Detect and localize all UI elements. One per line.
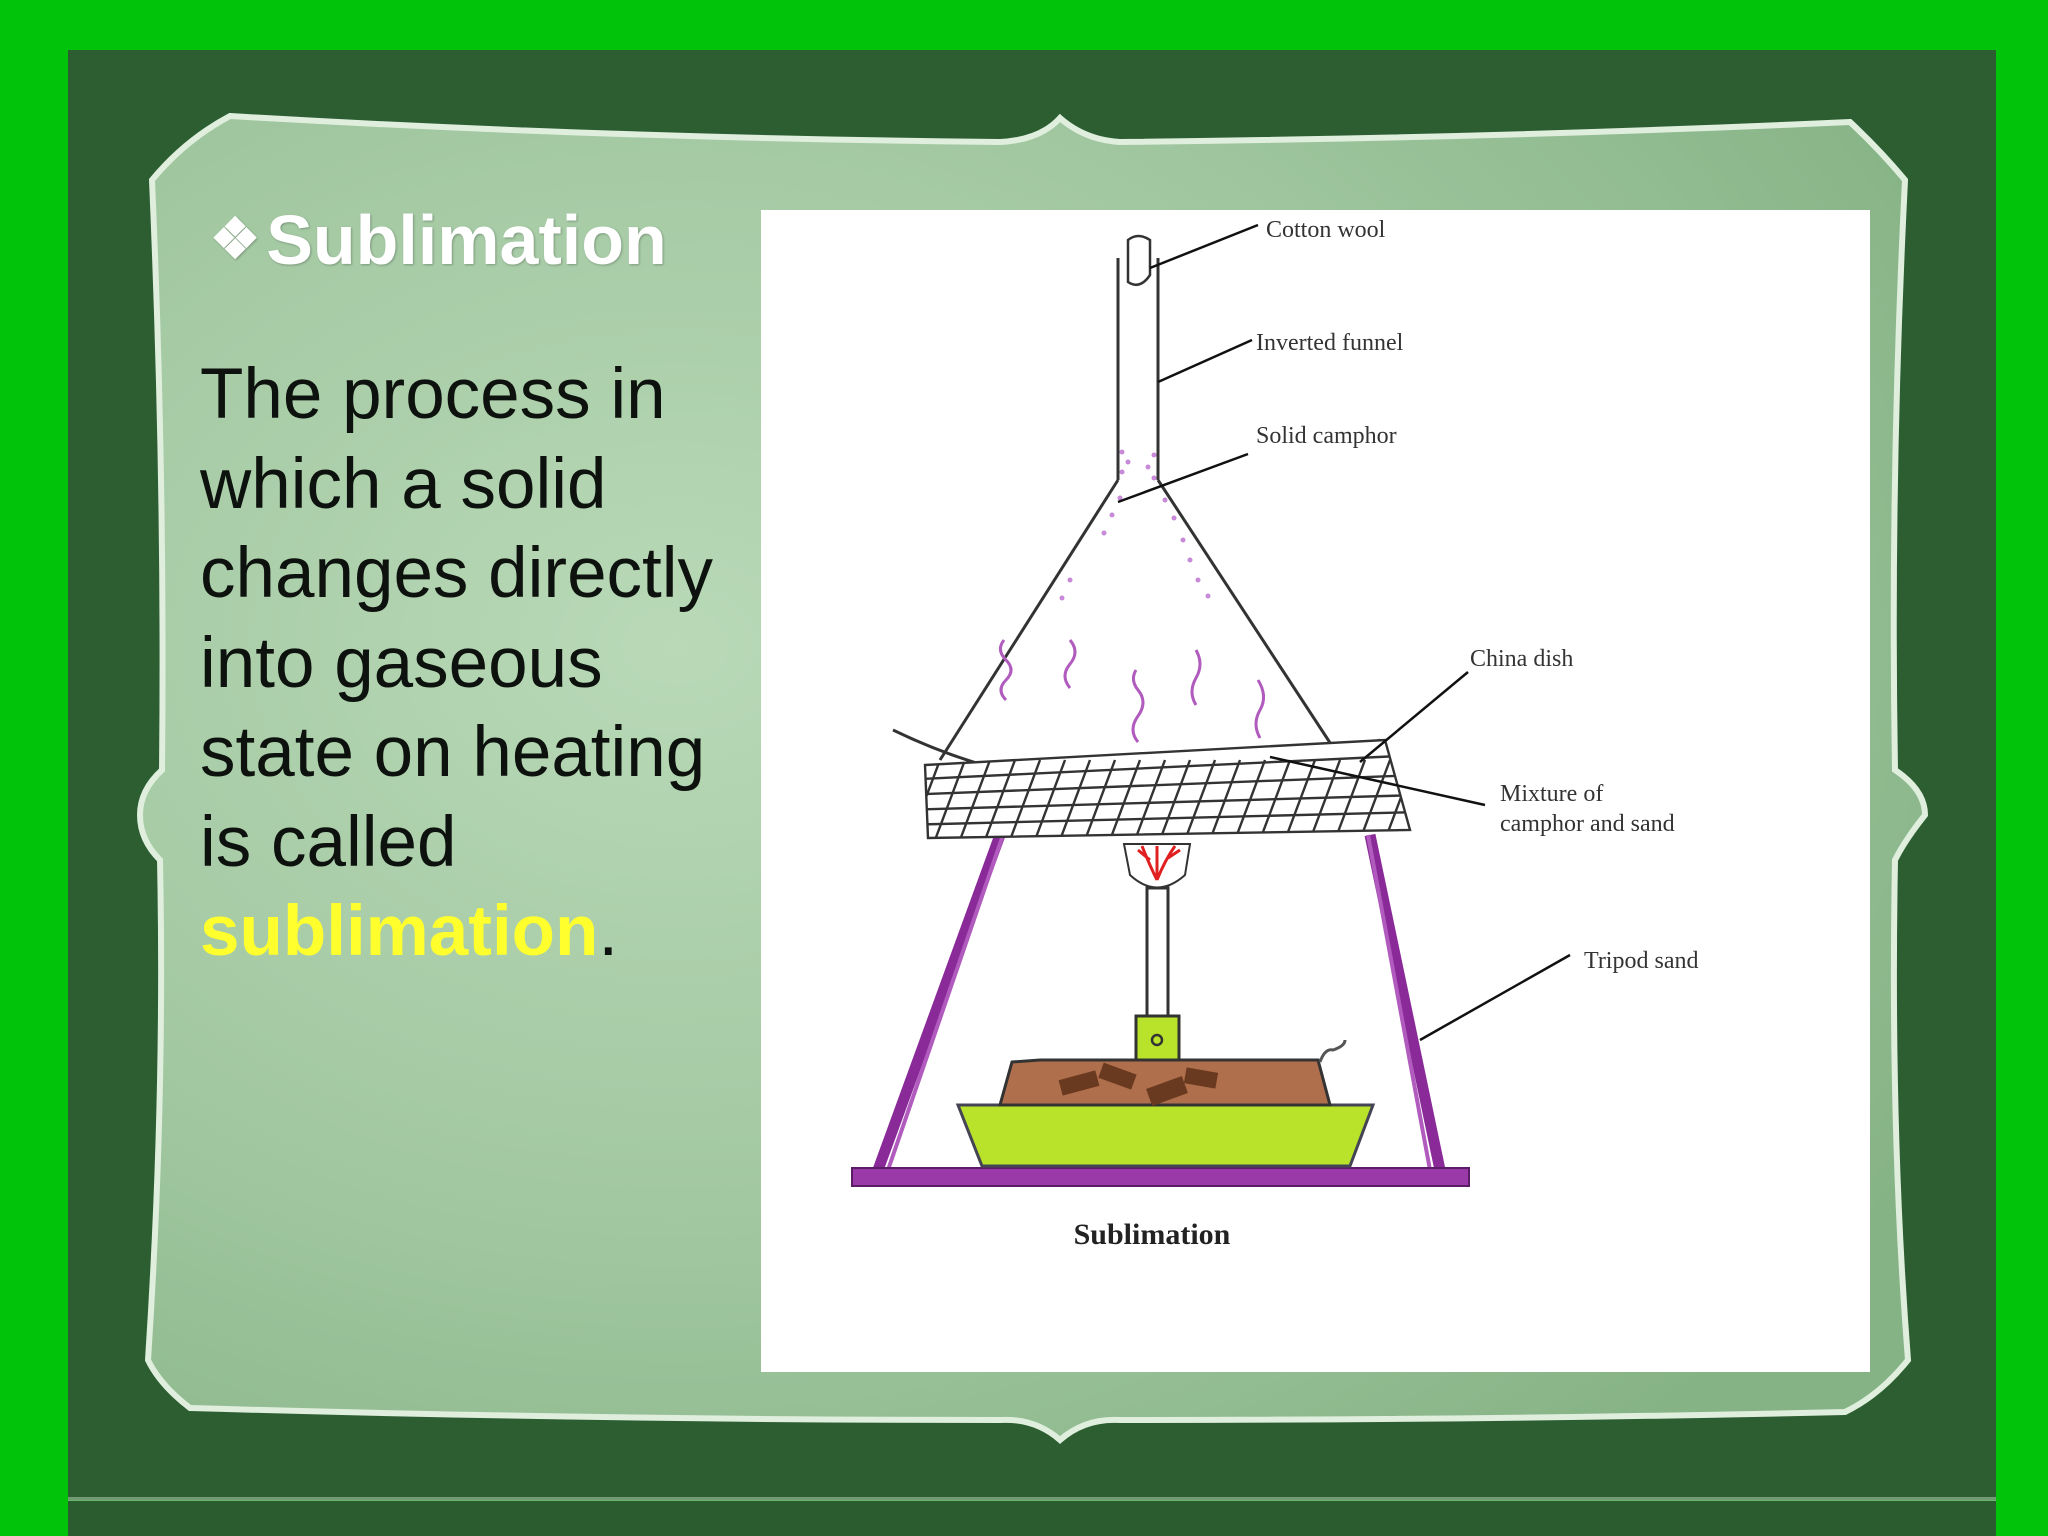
label-inverted-funnel: Inverted funnel — [1256, 330, 1404, 356]
definition-end: . — [598, 892, 619, 971]
tripod-stand — [851, 833, 1470, 1187]
slide-title: ❖Sublimation — [210, 200, 667, 280]
bottom-rule — [68, 1497, 1996, 1501]
bullet-diamond-icon: ❖ — [210, 207, 261, 270]
gauze-outline — [923, 738, 1412, 840]
bottom-band — [68, 1501, 1996, 1536]
definition-main: The process in which a solid changes dir… — [200, 355, 714, 882]
label-solid-camphor: Solid camphor — [1256, 423, 1397, 449]
label-mixture-line2: camphor and sand — [1500, 811, 1675, 837]
definition-highlight: sublimation — [200, 892, 599, 971]
label-mixture-line1: Mixture of — [1500, 781, 1603, 807]
definition-text: The process in which a solid changes dir… — [200, 350, 760, 977]
spirit-burner — [955, 843, 1376, 1168]
label-china-dish: China dish — [1470, 646, 1573, 672]
label-tripod-stand: Tripod sand — [1584, 948, 1698, 974]
wire-gauze — [925, 740, 1410, 838]
label-cotton-wool: Cotton wool — [1266, 217, 1386, 243]
label-leader-lines — [1117, 223, 1571, 1042]
title-text: Sublimation — [266, 201, 667, 279]
diagram-caption: Sublimation — [1074, 1218, 1231, 1251]
inverted-funnel — [938, 234, 1342, 770]
